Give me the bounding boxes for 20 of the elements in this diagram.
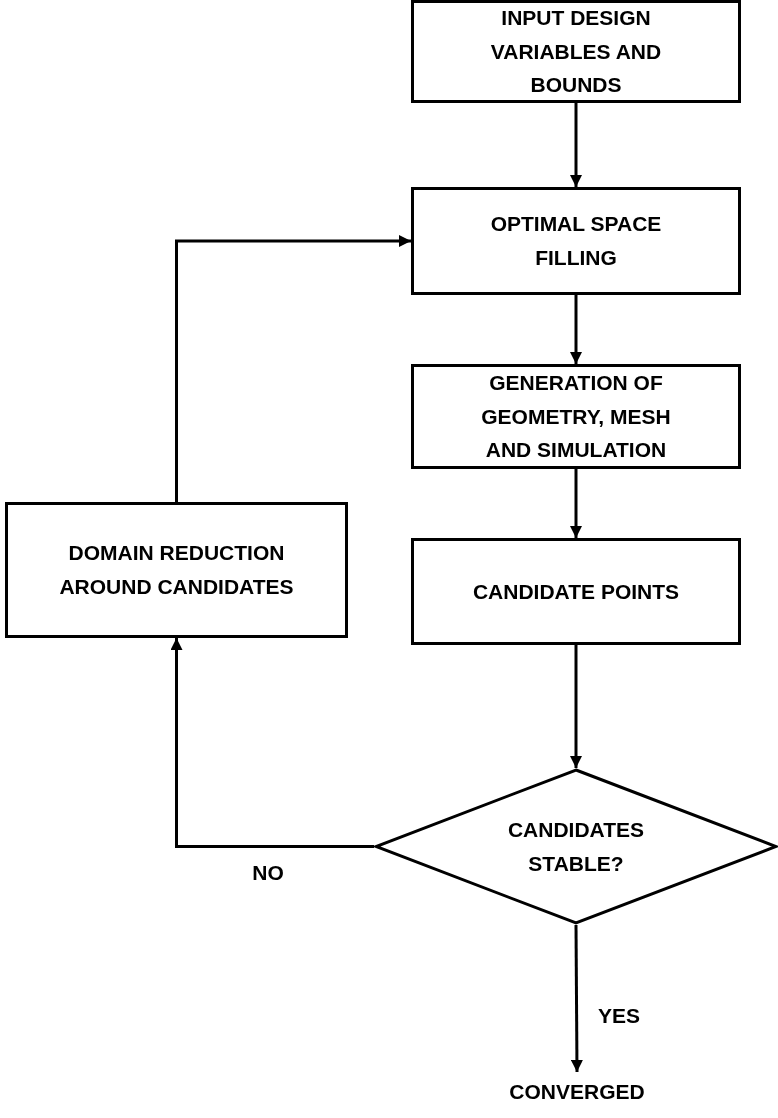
process-box xyxy=(5,502,348,638)
arrow xyxy=(570,295,582,364)
decision-text: CANDIDATES STABLE? xyxy=(506,816,646,877)
arrow xyxy=(175,235,411,502)
arrow xyxy=(570,103,582,187)
arrow xyxy=(570,645,582,768)
box-text: CANDIDATE POINTS xyxy=(471,578,681,605)
process-box xyxy=(411,187,741,295)
process-box xyxy=(411,538,741,645)
arrow xyxy=(570,925,583,1072)
process-box xyxy=(411,0,741,103)
arrow xyxy=(570,469,582,538)
process-box xyxy=(411,364,741,469)
box-text: OPTIMAL SPACE FILLING xyxy=(489,211,663,271)
box-text: GENERATION OF GEOMETRY, MESH AND SIMULATION xyxy=(480,370,672,464)
box-text: DOMAIN REDUCTION AROUND CANDIDATES xyxy=(58,540,295,600)
decision-diamond xyxy=(374,768,778,925)
box-text: INPUT DESIGN VARIABLES AND BOUNDS xyxy=(489,5,663,99)
arrow xyxy=(170,638,374,848)
end-label: CONVERGED xyxy=(510,1072,644,1112)
